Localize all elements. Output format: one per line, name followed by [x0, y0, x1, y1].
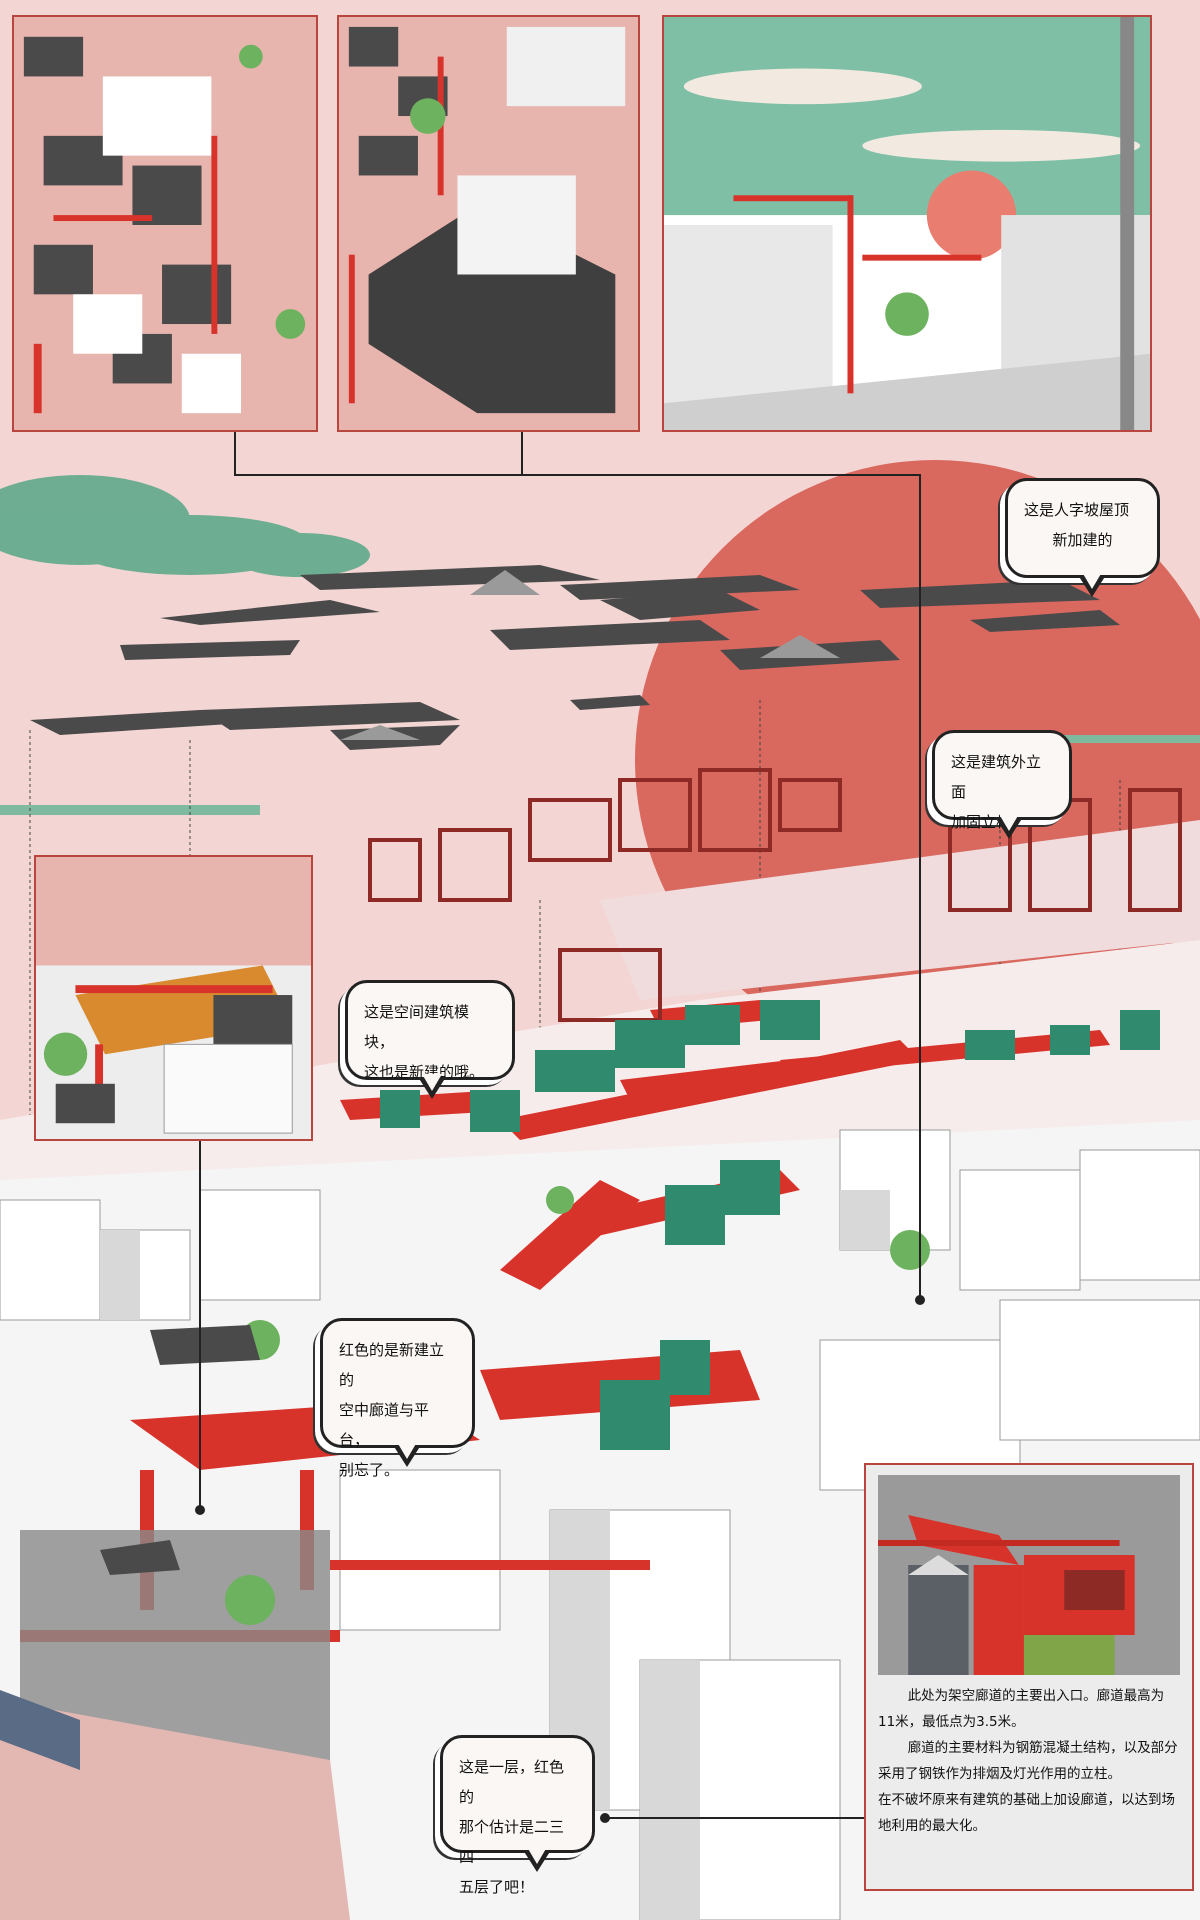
callout-columns-line-1: 这是建筑外立面: [951, 753, 1042, 801]
entrance-detail-image: [878, 1475, 1180, 1675]
callout-roof-line-1: 这是人字坡屋顶: [1024, 501, 1130, 519]
callout-modules: 这是空间建筑模块， 这也是新建的哦。: [345, 980, 515, 1099]
aerial-view-1: [12, 15, 318, 432]
callout-roof: 这是人字坡屋顶 新加建的: [1005, 478, 1160, 597]
street-view: [662, 15, 1152, 432]
callout-roof-line-2: 新加建的: [1052, 531, 1113, 549]
callout-modules-line-2: 这也是新建的哦。: [364, 1063, 485, 1081]
info-paragraph-3: 在不破坏原来有建筑的基础上加设廊道，以达到场地利用的最大化。: [878, 1792, 1175, 1834]
green-modules: [380, 1000, 1160, 1450]
aerial-view-2: [337, 15, 640, 432]
callout-floors-line-2: 那个估计是二三四: [459, 1818, 565, 1866]
callout-columns: 这是建筑外立面 加固立柱: [932, 730, 1072, 839]
cloud-left: [0, 475, 370, 577]
callout-corridor-line-3: 别忘了。: [339, 1461, 400, 1479]
callout-corridor-line-2: 空中廊道与平台，: [339, 1401, 430, 1449]
callout-floors-line-1: 这是一层，红色的: [459, 1758, 565, 1806]
callout-modules-line-1: 这是空间建筑模块，: [364, 1003, 470, 1051]
callout-floors: 这是一层，红色的 那个估计是二三四 五层了吧！: [440, 1735, 595, 1896]
callout-corridor: 红色的是新建立的 空中廊道与平台， 别忘了。: [320, 1318, 475, 1479]
callout-corridor-line-1: 红色的是新建立的: [339, 1341, 445, 1389]
callout-floors-line-3: 五层了吧！: [459, 1878, 535, 1896]
facade-columns: [368, 768, 1182, 1022]
info-paragraph-2: 廊道的主要材料为钢筋混凝土结构，以及部分采用了钢铁作为排烟及灯光作用的立柱。: [878, 1740, 1178, 1782]
floating-roofs: [30, 565, 1120, 750]
info-paragraph-1: 此处为架空廊道的主要出入口。廊道最高为11米，最低点为3.5米。: [878, 1688, 1165, 1730]
plaza-detail-view: [34, 855, 313, 1141]
entrance-info-panel: 此处为架空廊道的主要出入口。廊道最高为11米，最低点为3.5米。 廊道的主要材料…: [864, 1463, 1194, 1891]
